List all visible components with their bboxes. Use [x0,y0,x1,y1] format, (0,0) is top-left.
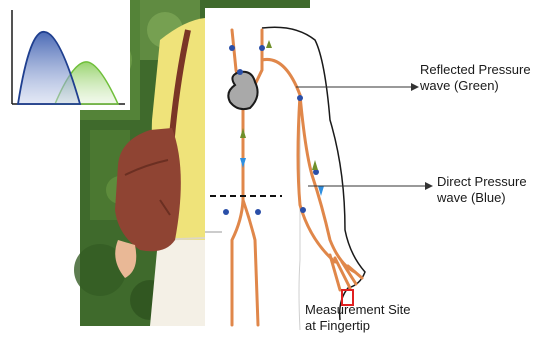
measurement-site-label-line1: Measurement Site [305,302,411,318]
direct-wave-label: Direct Pressure wave (Blue) [437,174,527,206]
reflected-wave-label-line1: Reflected Pressure [420,62,531,78]
reflected-wave-label: Reflected Pressure wave (Green) [420,62,531,94]
reflected-wave-label-line2: wave (Green) [420,78,531,94]
measurement-site-label-line2: at Fingertip [305,318,411,334]
pulse-waveform-inset [0,0,130,110]
direct-wave-label-line2: wave (Blue) [437,190,527,206]
heart-icon [228,72,257,109]
direct-wave-label-line1: Direct Pressure [437,174,527,190]
measurement-site-label: Measurement Site at Fingertip [305,302,411,334]
